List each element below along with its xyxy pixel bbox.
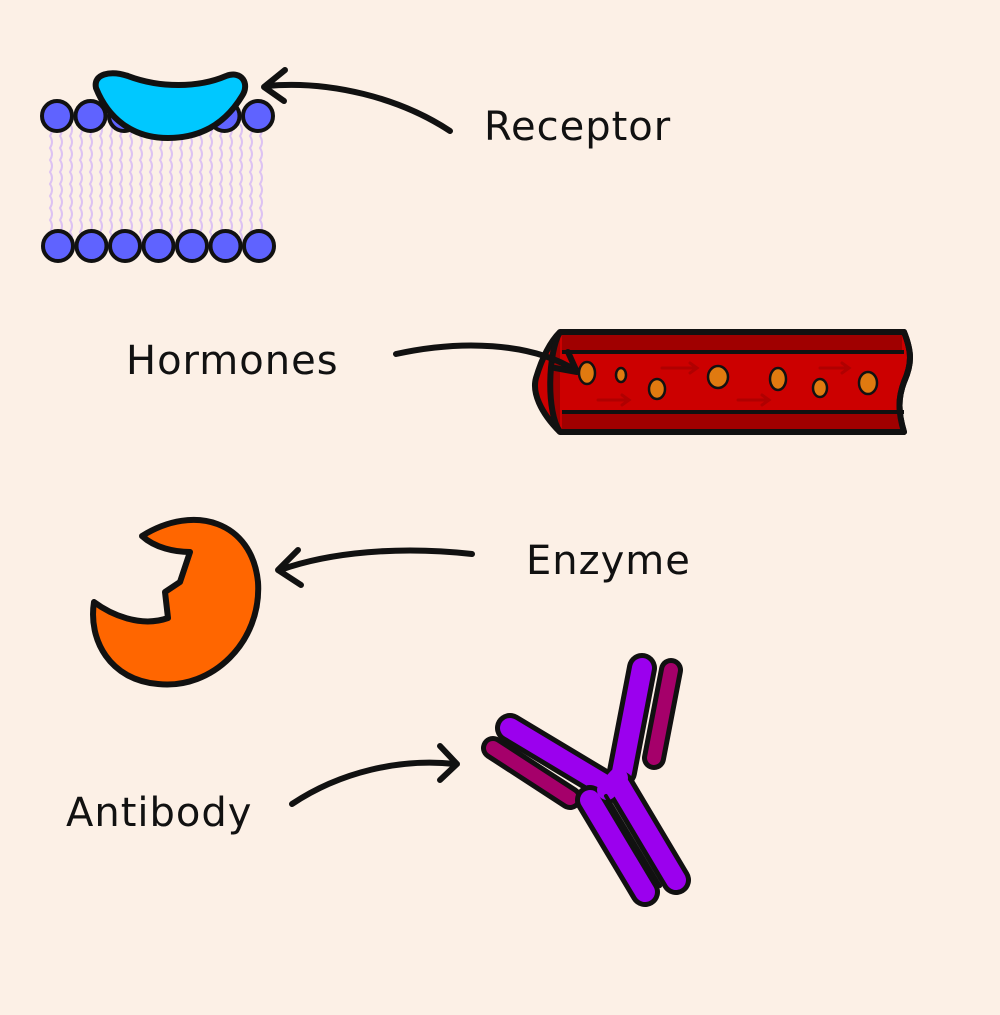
lipid-tail	[258, 123, 263, 245]
lipid-tail	[198, 123, 203, 245]
lipid-tail	[178, 123, 183, 245]
lipid-tail	[168, 123, 173, 245]
antibody-shape	[481, 653, 691, 907]
lipid-tail	[138, 123, 143, 245]
label-enzyme: Enzyme	[526, 538, 691, 584]
lipid-tail	[158, 123, 163, 245]
lipid-tail	[238, 123, 243, 245]
phospholipid-head	[241, 99, 275, 133]
lipid-tail	[228, 123, 233, 245]
phospholipid-head	[74, 229, 109, 263]
phospholipid-heads-bottom	[41, 229, 276, 263]
lipid-tail	[128, 123, 133, 245]
lipid-tail	[98, 123, 103, 245]
phospholipid-head	[175, 229, 209, 263]
phospholipid-head	[242, 229, 276, 263]
phospholipid-head	[108, 229, 142, 263]
lipid-tail	[78, 123, 83, 245]
label-antibody: Antibody	[66, 790, 253, 836]
blood-vessel	[532, 329, 913, 435]
lipid-tail	[108, 123, 113, 245]
receptor-arrow	[261, 67, 453, 134]
lipid-tail	[118, 123, 123, 245]
phospholipid-head	[141, 229, 176, 263]
flow-arrows	[596, 361, 852, 407]
lipid-tails	[48, 123, 263, 245]
receptor-protein	[92, 70, 249, 141]
lipid-tail	[218, 123, 223, 245]
phospholipid-head	[41, 229, 75, 263]
hormones-arrow	[393, 342, 580, 375]
antibody-arrow	[289, 743, 460, 807]
lipid-tail	[68, 123, 73, 245]
enzyme-shape	[90, 517, 262, 688]
lipid-tail	[88, 123, 93, 245]
phospholipid-head	[40, 99, 74, 133]
lipid-tail	[188, 123, 193, 245]
lipid-tail	[208, 123, 213, 245]
label-receptor: Receptor	[484, 104, 672, 150]
lipid-tail	[48, 123, 53, 245]
label-hormones: Hormones	[126, 338, 339, 384]
enzyme-arrow	[275, 547, 475, 588]
hormone-particles	[577, 360, 879, 401]
lipid-tail	[148, 123, 153, 245]
phospholipid-head	[73, 99, 108, 133]
lipid-tail	[248, 123, 253, 245]
phospholipid-head	[208, 229, 243, 263]
lipid-tail	[58, 123, 63, 245]
